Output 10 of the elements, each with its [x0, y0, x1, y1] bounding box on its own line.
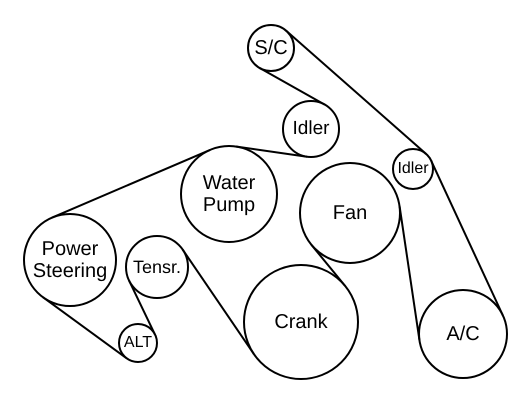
- pulley: Fan: [299, 162, 401, 264]
- pulley: A/C: [418, 289, 508, 379]
- pulley: S/C: [247, 24, 295, 72]
- pulley: Crank: [243, 264, 359, 380]
- pulley: Water Pump: [180, 145, 278, 243]
- pulley: Tensr.: [125, 235, 189, 299]
- pulley: Idler: [392, 148, 434, 190]
- pulley: ALT: [118, 323, 158, 363]
- pulley: Power Steering: [23, 213, 117, 307]
- pulley: Idler: [282, 100, 340, 158]
